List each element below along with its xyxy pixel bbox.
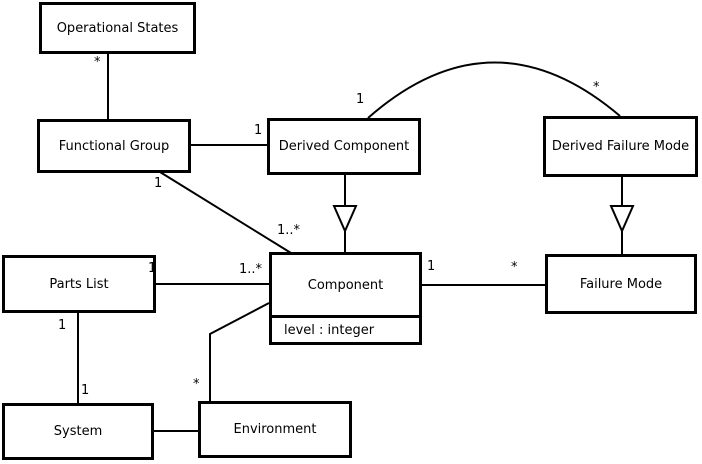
class-box-functional-group: Functional Group: [37, 119, 191, 173]
edge-environment-component: [209, 302, 270, 401]
generalization-triangle-failure-mode: [609, 205, 635, 234]
multiplicity-operational-states-star: *: [94, 55, 101, 70]
class-name-failure-mode: Failure Mode: [579, 276, 663, 292]
multiplicity-functional-group-one: 1: [154, 176, 163, 191]
multiplicity-failure-mode-star: *: [511, 260, 518, 275]
component-name-compartment: Component: [272, 255, 419, 315]
multiplicity-parts-list-system-upper-one: 1: [58, 318, 67, 333]
class-box-derived-component: Derived Component: [267, 118, 421, 175]
class-box-component: Component level : integer: [269, 252, 422, 345]
multiplicity-environment-star: *: [193, 377, 200, 392]
class-name-parts-list: Parts List: [49, 276, 109, 292]
class-box-derived-failure-mode: Derived Failure Mode: [543, 116, 698, 177]
class-box-parts-list: Parts List: [2, 255, 156, 313]
generalization-triangle-component: [332, 205, 358, 234]
edge-functional-group-component: [159, 171, 292, 254]
multiplicity-derived-component-one: 1: [254, 123, 263, 138]
edge-derived-component-derived-failure-mode-arc: [367, 61, 621, 119]
multiplicity-arc-derived-component-one: 1: [356, 92, 365, 107]
multiplicity-arc-derived-failure-mode-star: *: [593, 80, 600, 95]
multiplicity-component-one-right: 1: [427, 259, 436, 274]
component-attribute-level: level : integer: [284, 322, 375, 338]
multiplicity-parts-list-system-lower-one: 1: [81, 383, 90, 398]
class-box-system: System: [2, 403, 154, 460]
class-name-derived-component: Derived Component: [278, 139, 410, 154]
class-name-system: System: [53, 424, 103, 439]
multiplicity-component-one-to-many-upper: 1..*: [277, 223, 301, 238]
class-name-functional-group: Functional Group: [58, 138, 170, 154]
component-attributes-compartment: level : integer: [272, 315, 419, 342]
class-name-environment: Environment: [233, 422, 317, 437]
multiplicity-parts-list-one: 1: [148, 261, 157, 276]
class-box-failure-mode: Failure Mode: [545, 254, 697, 314]
class-box-operational-states: Operational States: [39, 2, 196, 54]
class-name-operational-states: Operational States: [56, 20, 179, 36]
class-box-environment: Environment: [198, 401, 352, 458]
class-name-derived-failure-mode: Derived Failure Mode: [551, 139, 690, 154]
multiplicity-component-one-to-many-left: 1..*: [239, 262, 263, 277]
class-name-component: Component: [307, 277, 384, 293]
